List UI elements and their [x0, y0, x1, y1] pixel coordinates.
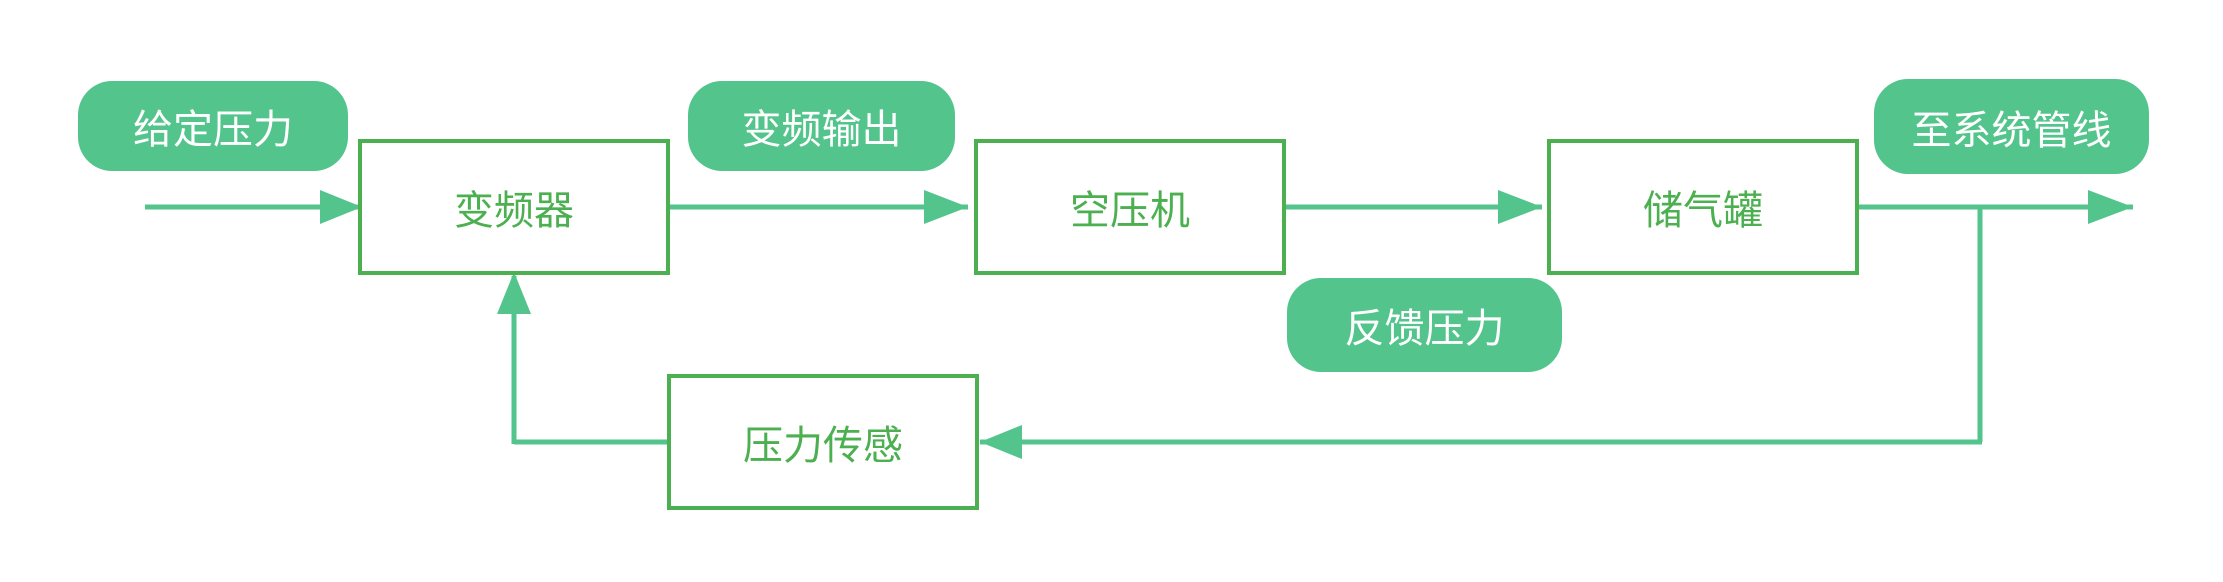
compressor-to-tank-arrow-head [1498, 190, 1542, 224]
pressure-sensor-label: 压力传感 [743, 423, 903, 469]
to-pipeline-text: 至系统管线 [1911, 107, 2112, 154]
to-pipeline-label: 至系统管线 [1874, 79, 2149, 174]
sensor-up-arrow-head [497, 272, 531, 314]
inverter-block: 变频器 [358, 139, 670, 275]
inverter-output-text: 变频输出 [741, 107, 902, 153]
pressure-sensor-block: 压力传感 [667, 374, 979, 510]
feedback-pressure-text: 反馈压力 [1344, 306, 1505, 352]
compressor-block: 空压机 [974, 139, 1286, 275]
inverter-label: 变频器 [454, 188, 574, 234]
feedback-return-arrow-head [980, 425, 1022, 459]
inverter-output-label: 变频输出 [688, 81, 955, 171]
inverter-to-compressor-arrow-head [924, 190, 968, 224]
compressor-label: 空压机 [1070, 188, 1190, 234]
setpoint-pressure-text: 给定压力 [133, 107, 293, 153]
tank-label: 储气罐 [1643, 188, 1763, 234]
output-arrow-head [2088, 190, 2133, 224]
feedback-pressure-label: 反馈压力 [1287, 278, 1562, 372]
input-arrow-head [320, 190, 362, 224]
tank-block: 储气罐 [1547, 139, 1859, 275]
setpoint-pressure-label: 给定压力 [78, 81, 348, 171]
